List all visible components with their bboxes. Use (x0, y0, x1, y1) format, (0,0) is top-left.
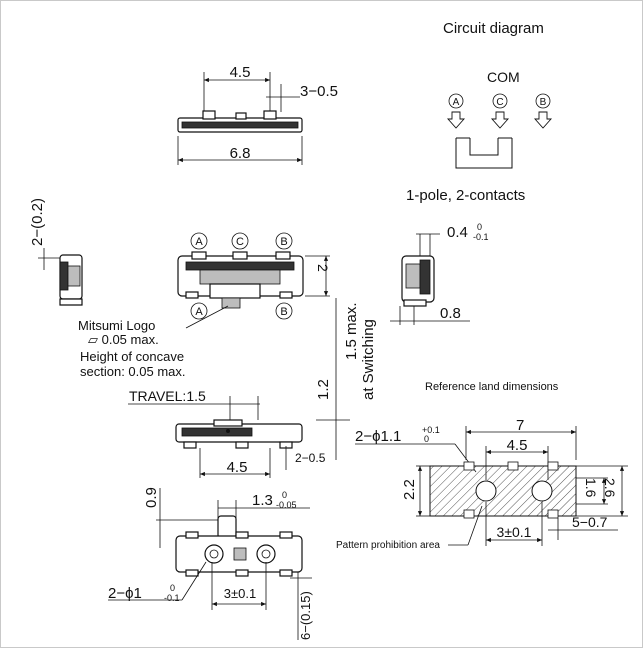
left-side-view: 2−(0.2) (29, 198, 83, 306)
svg-text:B: B (280, 306, 287, 318)
arrow-down-icon (490, 111, 510, 129)
dim-tab-tol-top: 0 (477, 222, 482, 232)
dim-hole-pitch-bottom: 3±0.1 (224, 586, 256, 601)
svg-text:A: A (453, 97, 460, 108)
land-dim-3: 3±0.1 (497, 524, 532, 540)
land-dim-2-2: 2.2 (401, 479, 418, 500)
terminal-marker-c: C (231, 232, 249, 250)
travel-label: TRAVEL:1.5 (129, 388, 206, 404)
svg-text:C: C (496, 97, 503, 108)
dim-width-top: 6.8 (230, 145, 251, 162)
land-dim-hole-tol: 0 (424, 434, 429, 444)
land-dim-hole-tol-top: +0.1 (422, 425, 440, 435)
dim-foot-right: 0.8 (440, 305, 461, 322)
svg-text:B: B (540, 97, 547, 108)
dim-pin-width-travel: 2−0.5 (295, 451, 326, 465)
land-dim-7: 7 (516, 417, 524, 434)
dim-1-3-tol: -0.05 (276, 500, 297, 510)
terminal-marker-c: C (492, 93, 508, 109)
svg-text:C: C (236, 236, 244, 248)
dim-side-left: 2−(0.2) (29, 198, 46, 246)
note-concave-line2: section: 0.05 max. (80, 364, 186, 379)
dim-switching-1: 1.5 max. (343, 302, 360, 360)
dim-switching-2: at Switching (360, 319, 377, 400)
circuit-com-label: COM (487, 69, 520, 85)
dim-1-2: 1.2 (315, 379, 332, 400)
dim-side-bottom: 6−(0.15) (298, 591, 313, 640)
land-title: Reference land dimensions (425, 381, 559, 393)
svg-text:B: B (280, 236, 287, 248)
contact-symbol-outer (455, 138, 513, 169)
dim-height-front: 2 (315, 264, 331, 272)
arrow-down-icon (533, 111, 553, 129)
dim-hole-bottom: 2−ϕ1 (108, 585, 142, 602)
dim-1-3-tol-top: 0 (282, 490, 287, 500)
land-dim-4-5: 4.5 (507, 437, 528, 454)
dim-pitch-travel: 4.5 (227, 459, 248, 476)
contact-symbol-inner (469, 138, 499, 156)
land-hatched-area (429, 465, 577, 517)
dim-tab-tol: -0.1 (473, 232, 489, 242)
travel-view: TRAVEL:1.5 4.5 2−0.5 (128, 388, 326, 478)
terminal-marker-a: A (448, 93, 464, 109)
terminal-marker-b: B (535, 93, 551, 109)
right-side-view: 0.4 0 -0.1 0.8 (390, 222, 489, 325)
reference-land: Reference land dimensions 7 4.5 2−ϕ1.1 +… (336, 381, 628, 551)
circuit-title: Circuit diagram (443, 20, 544, 37)
land-pattern-label: Pattern prohibition area (336, 540, 440, 551)
note-concave-line1: Height of concave (80, 349, 184, 364)
dim-1-3: 1.3 (252, 492, 273, 509)
terminal-marker-a: A (190, 302, 208, 320)
dim-pitch-top: 4.5 (230, 64, 251, 81)
top-view: 4.5 3−0.5 6.8 (177, 64, 338, 165)
land-dim-5: 5−0.7 (572, 514, 608, 530)
note-logo: Mitsumi Logo (78, 318, 155, 333)
front-view: A C B 2 A B (177, 232, 331, 320)
notes: Mitsumi Logo ⏥ 0.05 max. Height of conca… (78, 298, 377, 460)
terminal-marker-a: A (190, 232, 208, 250)
terminal-marker-b: B (275, 302, 293, 320)
land-dim-hole: 2−ϕ1.1 (355, 428, 401, 445)
circuit-caption: 1-pole, 2-contacts (406, 187, 525, 204)
terminal-marker-b: B (275, 232, 293, 250)
dim-0-9: 0.9 (143, 487, 160, 508)
note-flatness: ⏥ 0.05 max. (88, 332, 159, 347)
bottom-view: 0.9 1.3 0 -0.05 3±0.1 2−ϕ1 0 -0.1 6−(0.1… (108, 487, 313, 640)
land-dim-1-6: 1.6 (583, 478, 599, 498)
dim-hole-tol-top: 0 (170, 583, 175, 593)
dim-hole-tol: -0.1 (164, 593, 180, 603)
svg-text:A: A (195, 236, 203, 248)
dim-pin-width-top: 3−0.5 (300, 83, 338, 100)
circuit-diagram: Circuit diagram COM A C B 1-pole, 2-cont… (406, 20, 553, 204)
land-dim-2-6: 2.6 (602, 478, 618, 498)
dim-tab-right: 0.4 (447, 224, 468, 241)
arrow-down-icon (446, 111, 466, 129)
svg-text:A: A (195, 306, 203, 318)
